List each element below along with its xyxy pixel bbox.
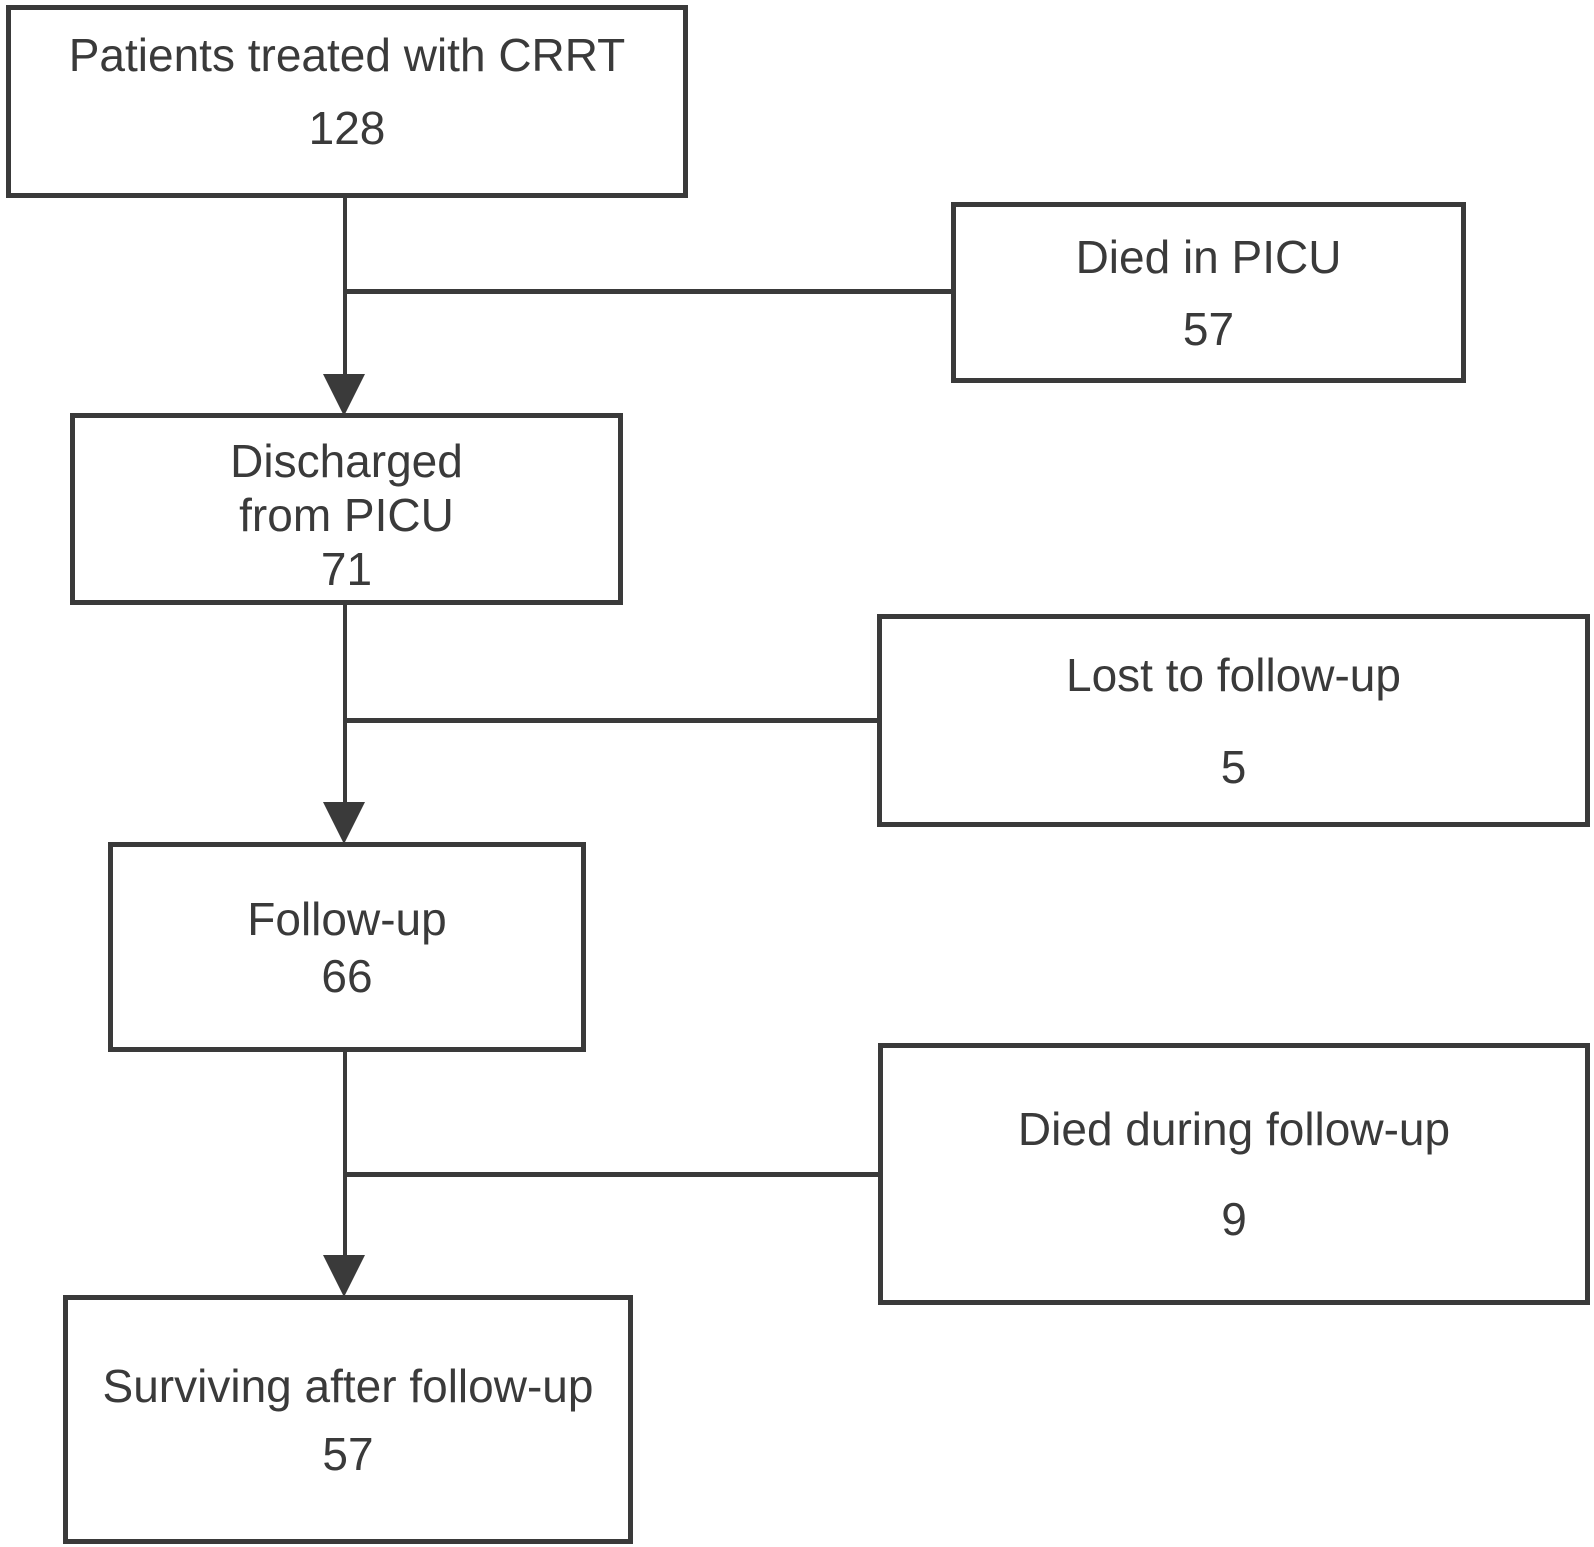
node-label: Died during follow-up	[1017, 1103, 1451, 1155]
node-count: 128	[308, 102, 386, 154]
node-count: 71	[320, 543, 373, 595]
node-label: Died in PICU	[1075, 230, 1342, 283]
arrowhead-discharged	[323, 374, 365, 416]
node-label: Discharged from PICU	[230, 435, 463, 541]
connector-crrt-to-discharged	[343, 198, 347, 376]
node-discharged-from-picu: Discharged from PICU 71	[70, 413, 623, 605]
arrowhead-followup	[323, 802, 365, 844]
node-count: 9	[1221, 1193, 1247, 1245]
node-surviving-after-follow-up: Surviving after follow-up 57	[63, 1295, 633, 1544]
node-lost-to-follow-up: Lost to follow-up 5	[877, 614, 1590, 827]
node-label: Patients treated with CRRT	[68, 29, 626, 81]
node-count: 57	[322, 1427, 374, 1480]
node-died-during-follow-up: Died during follow-up 9	[878, 1043, 1590, 1305]
node-label: Follow-up	[247, 892, 447, 945]
connector-followup-to-surviving	[343, 1052, 347, 1257]
arrowhead-surviving	[323, 1255, 365, 1297]
node-count: 66	[321, 949, 373, 1002]
connector-branch-lost-to-follow-up	[345, 718, 877, 723]
node-count: 5	[1220, 740, 1247, 793]
node-died-in-picu: Died in PICU 57	[951, 202, 1466, 383]
node-count: 57	[1182, 302, 1235, 355]
node-follow-up: Follow-up 66	[108, 842, 586, 1052]
connector-branch-died-during-follow-up	[345, 1172, 878, 1177]
connector-discharged-to-followup	[343, 605, 347, 804]
node-label: Surviving after follow-up	[102, 1359, 594, 1412]
connector-branch-died-in-picu	[345, 289, 951, 294]
node-label: Lost to follow-up	[1066, 648, 1401, 701]
node-patients-treated-with-crrt: Patients treated with CRRT 128	[6, 5, 688, 198]
